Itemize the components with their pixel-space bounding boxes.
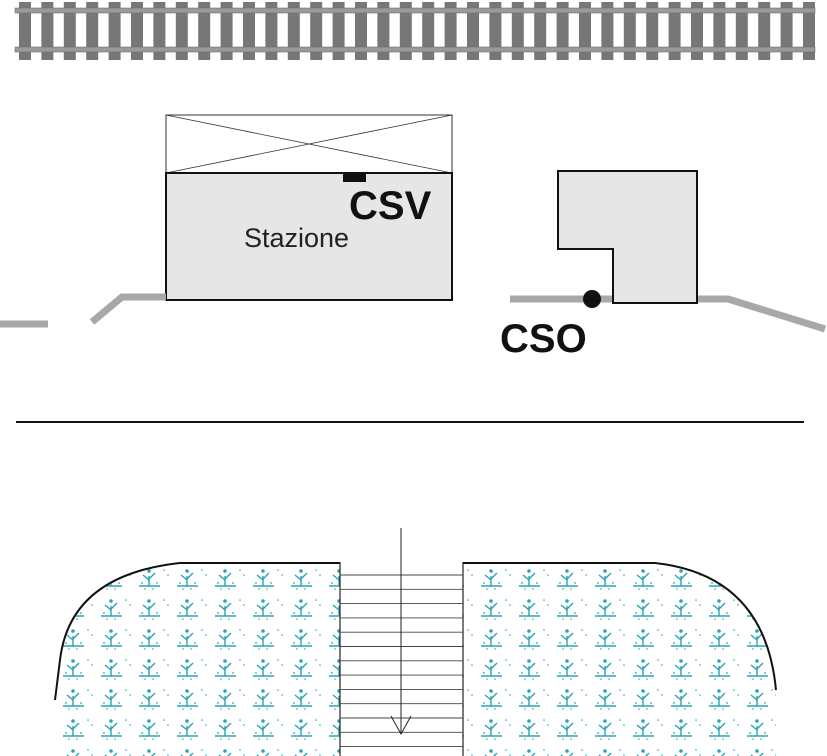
track-sleeper (377, 2, 390, 60)
track-sleeper (131, 2, 143, 60)
secondary-building-body (557, 170, 698, 304)
station-body (165, 172, 453, 301)
track-sleepers (19, 2, 815, 60)
track-sleeper (803, 2, 815, 60)
track-sleeper (422, 2, 435, 60)
track-sleeper (691, 2, 703, 60)
secondary-building: CSO (500, 170, 698, 361)
track-sleeper (444, 2, 457, 60)
station-label: Stazione (244, 223, 349, 253)
direction-arrow-head (390, 715, 412, 736)
track-sleeper (646, 2, 659, 60)
track-sleeper (467, 2, 479, 60)
walkway-right (510, 295, 827, 333)
track-sleeper (220, 2, 233, 60)
csv-marker (343, 174, 366, 182)
track-sleeper (332, 2, 345, 60)
track-sleeper (534, 2, 547, 60)
platform-area (54, 528, 777, 756)
track-sleeper (86, 2, 99, 60)
pedestrian-crossing (339, 528, 464, 756)
track-sleeper (758, 2, 771, 60)
track-sleeper (310, 2, 323, 60)
track-sleeper (489, 2, 502, 60)
railway-track (14, 2, 816, 60)
track-sleeper (399, 2, 412, 60)
cso-label: CSO (500, 317, 587, 361)
cso-marker (583, 290, 601, 308)
track-sleeper (19, 2, 31, 60)
track-sleeper (63, 2, 76, 60)
track-sleeper (355, 2, 367, 60)
track-sleeper (287, 2, 300, 60)
station-building: CSV Stazione (165, 114, 453, 301)
walkways (0, 293, 827, 333)
track-sleeper (668, 2, 681, 60)
track-sleeper (41, 2, 54, 60)
rail-bottom (14, 46, 816, 53)
track-sleeper (198, 2, 211, 60)
track-sleeper (601, 2, 614, 60)
track-sleeper (108, 2, 121, 60)
rail-top (14, 7, 816, 14)
track-sleeper (713, 2, 726, 60)
track-sleeper (243, 2, 255, 60)
walkway-ramp-left (89, 293, 166, 325)
track-sleeper (175, 2, 188, 60)
track-sleeper (623, 2, 636, 60)
track-sleeper (556, 2, 569, 60)
track-sleeper (735, 2, 748, 60)
track-sleeper (579, 2, 591, 60)
track-sleeper (265, 2, 278, 60)
roof-diagonal (165, 114, 453, 174)
track-sleeper (780, 2, 793, 60)
track-sleeper (511, 2, 524, 60)
csv-label: CSV (349, 184, 432, 228)
track-sleeper (153, 2, 166, 60)
